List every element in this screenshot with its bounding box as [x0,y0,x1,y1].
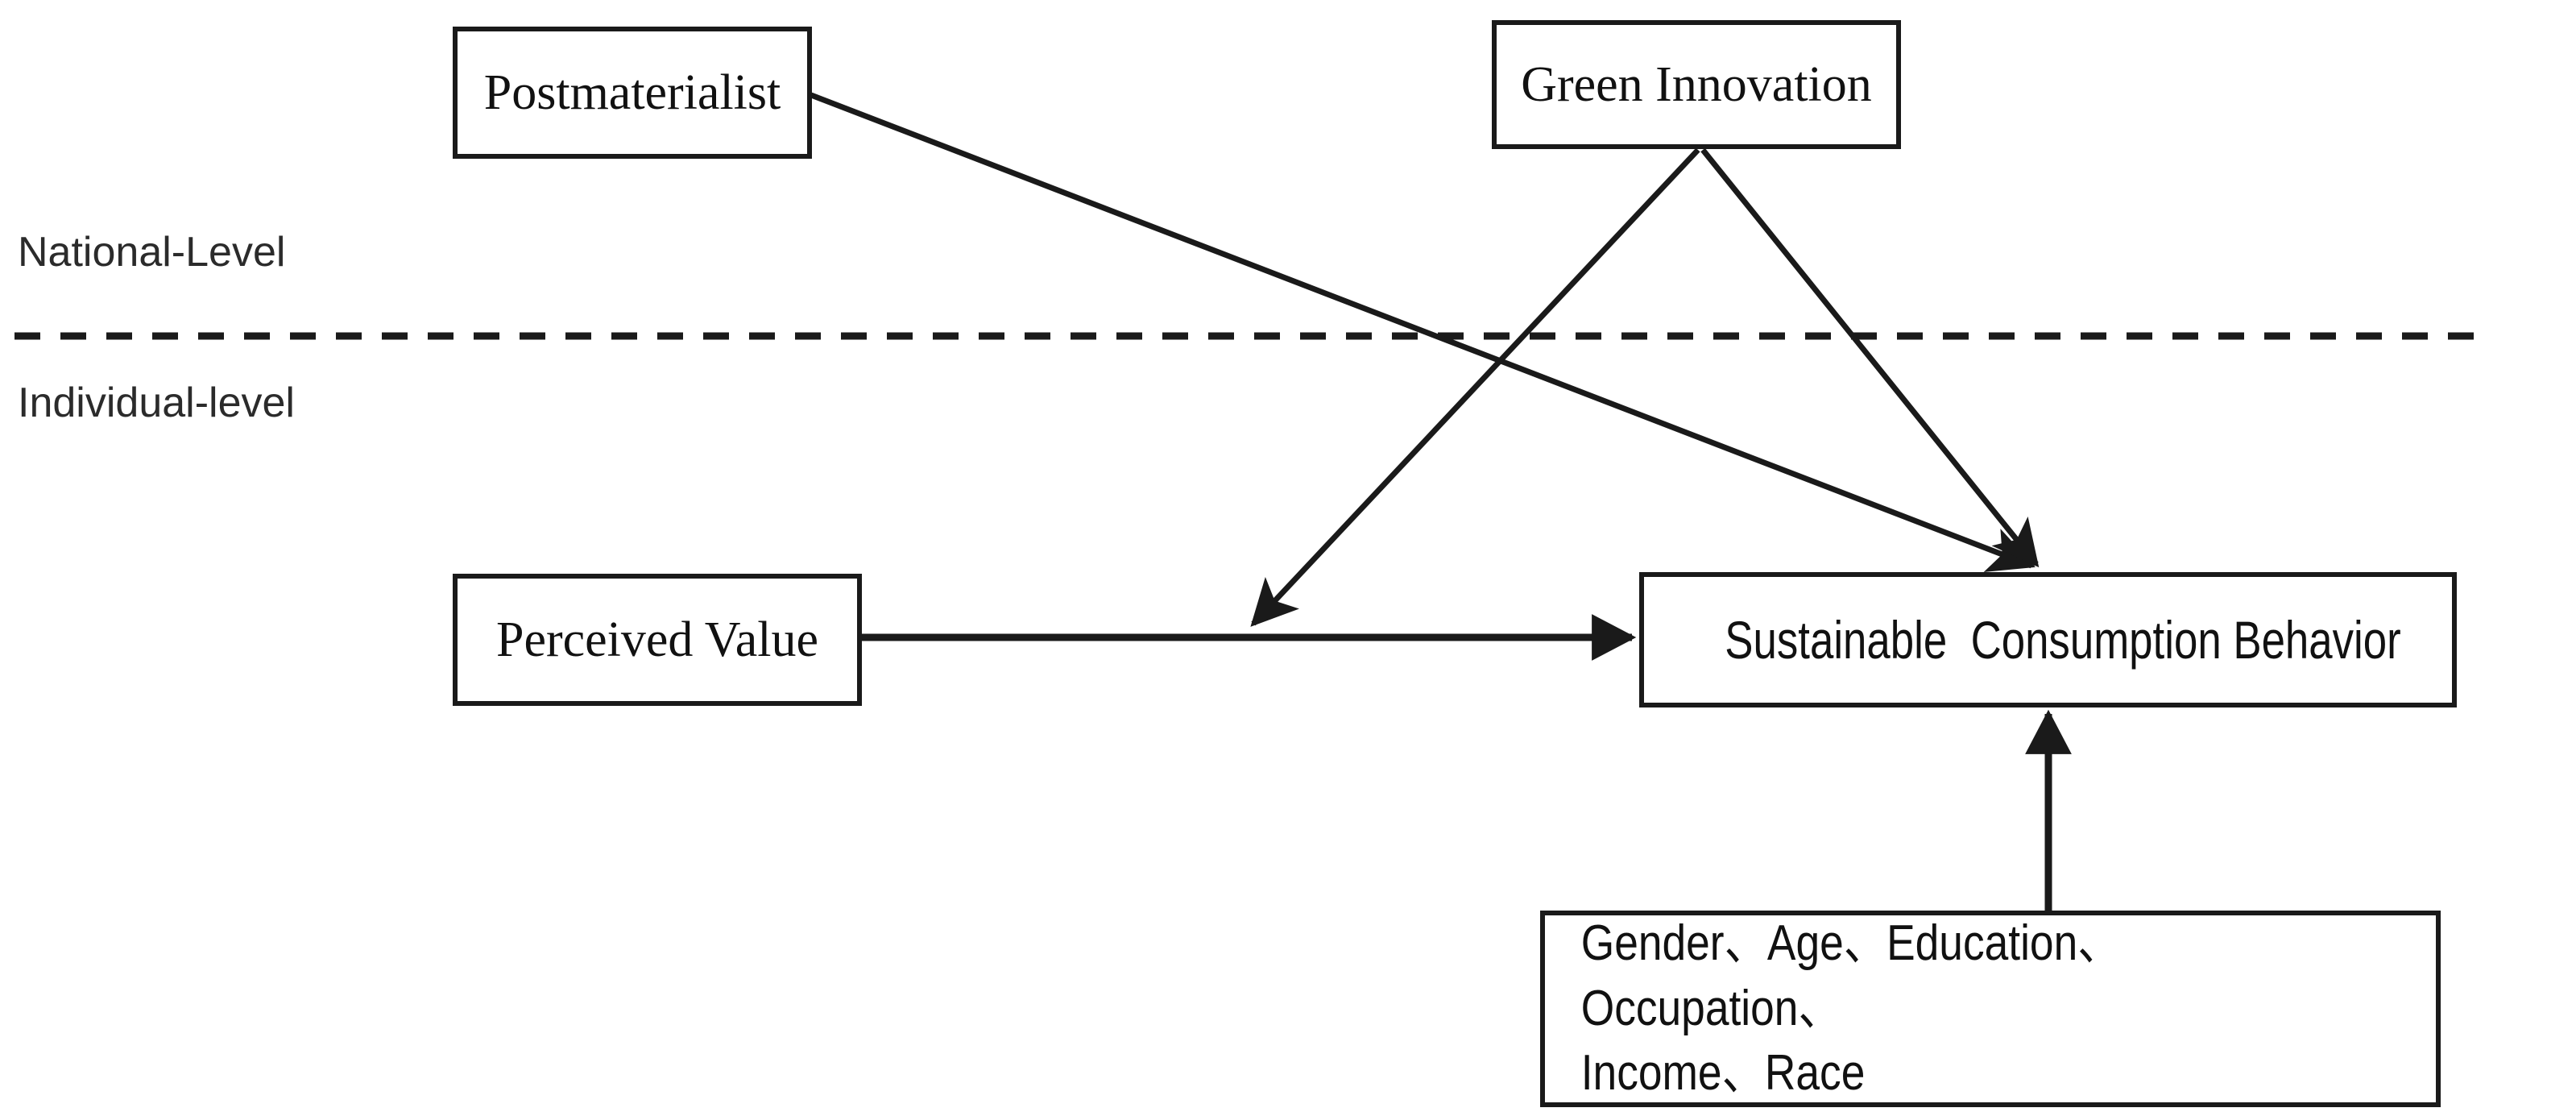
edge-green-innovation-to-pv-path [1250,147,1700,627]
level-label-national: National-Level [18,229,286,276]
node-perceived-value[interactable]: Perceived Value [453,574,862,706]
node-demographics[interactable]: Gender、Age、Education、Occupation、 Income、… [1540,911,2441,1107]
node-sustainable-consumption-behavior[interactable]: Sustainable Consumption Behavior [1639,572,2457,707]
level-label-individual: Individual-level [18,380,295,426]
node-green-innovation-label: Green Innovation [1521,56,1872,112]
node-demographics-label: Gender、Age、Education、Occupation、 Income、… [1580,915,2121,1102]
node-postmaterialist-label: Postmaterialist [483,64,781,120]
node-green-innovation[interactable]: Green Innovation [1492,20,1901,149]
edge-green-innovation-to-scb [1700,147,2040,568]
edge-postmaterialist-to-scb [810,92,2036,573]
node-perceived-value-label: Perceived Value [496,612,818,667]
node-sustainable-consumption-behavior-label: Sustainable Consumption Behavior [1725,610,2401,670]
node-postmaterialist[interactable]: Postmaterialist [453,27,812,159]
